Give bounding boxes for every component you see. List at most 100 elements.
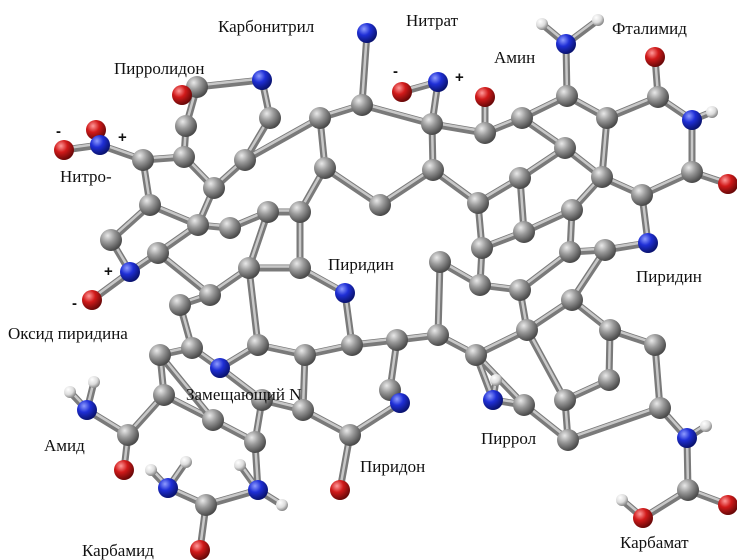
carbon-atom-c25	[647, 86, 669, 108]
nitrogen-atom-n9	[682, 110, 702, 130]
oxide-minus-sign: -	[72, 295, 77, 312]
nitrogen-atom-n1	[252, 70, 272, 90]
hydrogen-atom-h3	[706, 106, 718, 118]
label-substituting-n: Замещающий N	[186, 385, 302, 404]
bond-c46-c49	[564, 404, 664, 444]
bond-highlight-c16-c19	[360, 102, 434, 124]
oxygen-atom-o6	[475, 87, 495, 107]
carbon-atom-c50	[513, 394, 535, 416]
carbon-atom-c67	[117, 424, 139, 446]
nitrogen-atom-n11	[390, 393, 410, 413]
nitrogen-atom-n10	[210, 358, 230, 378]
carbon-atom-c47	[598, 369, 620, 391]
carbon-atom-c57	[294, 344, 316, 366]
carbon-atom-c6	[234, 149, 256, 171]
carbon-atom-c45	[644, 334, 666, 356]
hydrogen-atom-h2	[592, 14, 604, 26]
carbon-atom-c35	[594, 239, 616, 261]
label-pyridine-oxide: Оксид пиридина	[8, 324, 128, 343]
label-nitro: Нитро-	[60, 167, 112, 186]
label-pyridone: Пиридон	[360, 457, 426, 476]
nitrogen-atom-n14	[158, 478, 178, 498]
hydrogen-atom-h1	[536, 18, 548, 30]
nitrogen-atom-n16	[677, 428, 697, 448]
carbon-atom-c10	[100, 229, 122, 251]
carbon-atom-c70	[386, 329, 408, 351]
carbon-atom-c12	[219, 217, 241, 239]
carbon-atom-c41	[465, 344, 487, 366]
carbon-atom-c69	[677, 479, 699, 501]
carbon-atom-c58	[341, 334, 363, 356]
carbon-atom-c48	[554, 389, 576, 411]
carbon-atom-c28	[591, 166, 613, 188]
carbon-atom-c49	[557, 429, 579, 451]
nitro-plus-sign: +	[118, 129, 127, 146]
carbon-atom-c16	[351, 94, 373, 116]
bond-highlight-c56-c51	[247, 265, 260, 345]
hydrogen-atom-h5	[64, 386, 76, 398]
carbon-atom-c33	[513, 221, 535, 243]
nitrate-plus-sign: +	[455, 69, 464, 86]
oxide-plus-sign: +	[104, 263, 113, 280]
carbon-atom-c22	[511, 107, 533, 129]
oxygen-atom-o3	[86, 120, 106, 140]
bond-highlight-c48-c42	[525, 327, 567, 400]
carbon-atom-c44	[599, 319, 621, 341]
carbon-atom-c54	[169, 294, 191, 316]
oxygen-atom-o12	[633, 508, 653, 528]
hydrogen-atom-h12	[616, 494, 628, 506]
carbon-atom-c60	[339, 424, 361, 446]
label-pyrrole: Пиррол	[481, 429, 537, 448]
nitrogen-atom-n3	[120, 262, 140, 282]
carbon-atom-c21	[474, 122, 496, 144]
carbon-atom-c13	[257, 201, 279, 223]
carbon-atom-c61	[292, 399, 314, 421]
carbon-atom-c30	[509, 167, 531, 189]
bond-highlight-c46-c49	[566, 405, 662, 440]
oxygen-atom-o8	[718, 174, 737, 194]
nitrogen-atom-n2	[90, 135, 110, 155]
carbon-atom-c64	[202, 409, 224, 431]
carbon-atom-c14	[289, 201, 311, 223]
nitrogen-atom-n7	[357, 23, 377, 43]
label-amide: Амид	[44, 436, 85, 455]
carbon-atom-c4	[173, 146, 195, 168]
nitrogen-atom-n5	[638, 233, 658, 253]
carbon-atom-c31	[467, 192, 489, 214]
carbon-atom-c19	[421, 113, 443, 135]
carbon-atom-c34	[561, 199, 583, 221]
bond-highlight-c6-c15	[243, 115, 322, 160]
label-carbamide: Карбамид	[82, 541, 154, 560]
oxygen-atom-o1	[172, 85, 192, 105]
bond-highlight-c16-n7	[360, 30, 369, 105]
carbon-atom-c38	[469, 274, 491, 296]
carbon-atom-c9	[187, 214, 209, 236]
atoms-layer	[54, 14, 737, 560]
carbon-atom-c43	[561, 289, 583, 311]
carbon-atom-c63	[244, 431, 266, 453]
carbon-atom-c2	[259, 107, 281, 129]
hydrogen-atom-h6	[88, 376, 100, 388]
label-nitrate: Нитрат	[406, 11, 459, 30]
carbon-atom-c52	[289, 257, 311, 279]
bond-highlight-c1-n1	[195, 77, 264, 87]
oxygen-atom-o4	[82, 290, 102, 310]
carbon-atom-c17	[314, 157, 336, 179]
hydrogen-atom-h10	[276, 499, 288, 511]
nitro-minus-sign: -	[56, 123, 61, 140]
label-carbonitrile: Карбонитрил	[218, 17, 315, 36]
carbon-atom-c56	[247, 334, 269, 356]
carbon-atom-c68	[195, 494, 217, 516]
nitrate-minus-sign: -	[393, 63, 398, 80]
carbon-atom-c8	[203, 177, 225, 199]
carbon-atom-c40	[427, 324, 449, 346]
carbon-atom-c55	[181, 337, 203, 359]
carbon-atom-c18	[369, 194, 391, 216]
carbon-atom-c62	[251, 389, 273, 411]
label-carbamate: Карбамат	[620, 533, 689, 552]
carbon-atom-c36	[559, 241, 581, 263]
carbon-atom-c26	[681, 161, 703, 183]
carbon-atom-c65	[153, 384, 175, 406]
